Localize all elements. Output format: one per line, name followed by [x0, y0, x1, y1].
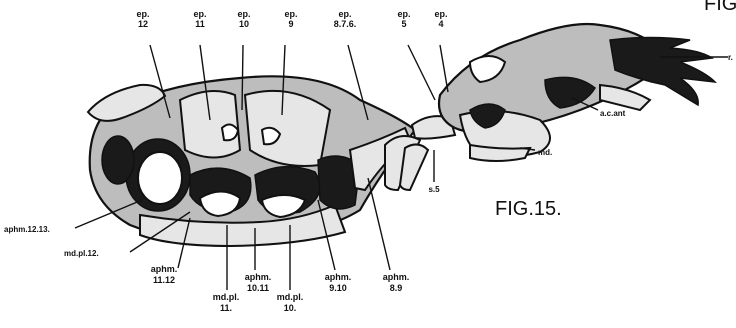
label-ep9: ep.9: [284, 9, 297, 29]
label-aphm-10-11: aphm.10.11: [245, 272, 272, 293]
figure-title: FIG.15.: [495, 198, 562, 220]
label-ep10: ep.10: [237, 9, 250, 29]
label-ep4: ep.4: [434, 9, 447, 29]
label-md-pl-10: md.pl.10.: [277, 292, 304, 313]
label-r: r.: [728, 53, 733, 62]
label-s5: s.5: [428, 185, 440, 194]
label-aphm-12-13: aphm.12.13.: [4, 225, 50, 234]
label-aphm-11-12: aphm.11.12: [151, 264, 178, 285]
corner-fig-label: FIG: [704, 0, 736, 15]
label-ep12: ep.12: [136, 9, 149, 29]
skull-body: [88, 76, 415, 246]
label-ep11: ep.11: [193, 9, 206, 29]
label-aphm-9-10: aphm.9.10: [325, 272, 352, 293]
label-aphm-8-9: aphm.8.9: [383, 272, 410, 293]
label-ep876: ep.8.7.6.: [334, 9, 357, 29]
label-md: md.: [538, 148, 552, 157]
label-a-c-ant: a.c.ant: [600, 109, 626, 118]
anterior-head: [439, 24, 715, 161]
label-ep5: ep.5: [397, 9, 410, 29]
label-md-pl-12: md.pl.12.: [64, 249, 99, 258]
label-md-pl-11: md.pl.11.: [213, 292, 240, 313]
